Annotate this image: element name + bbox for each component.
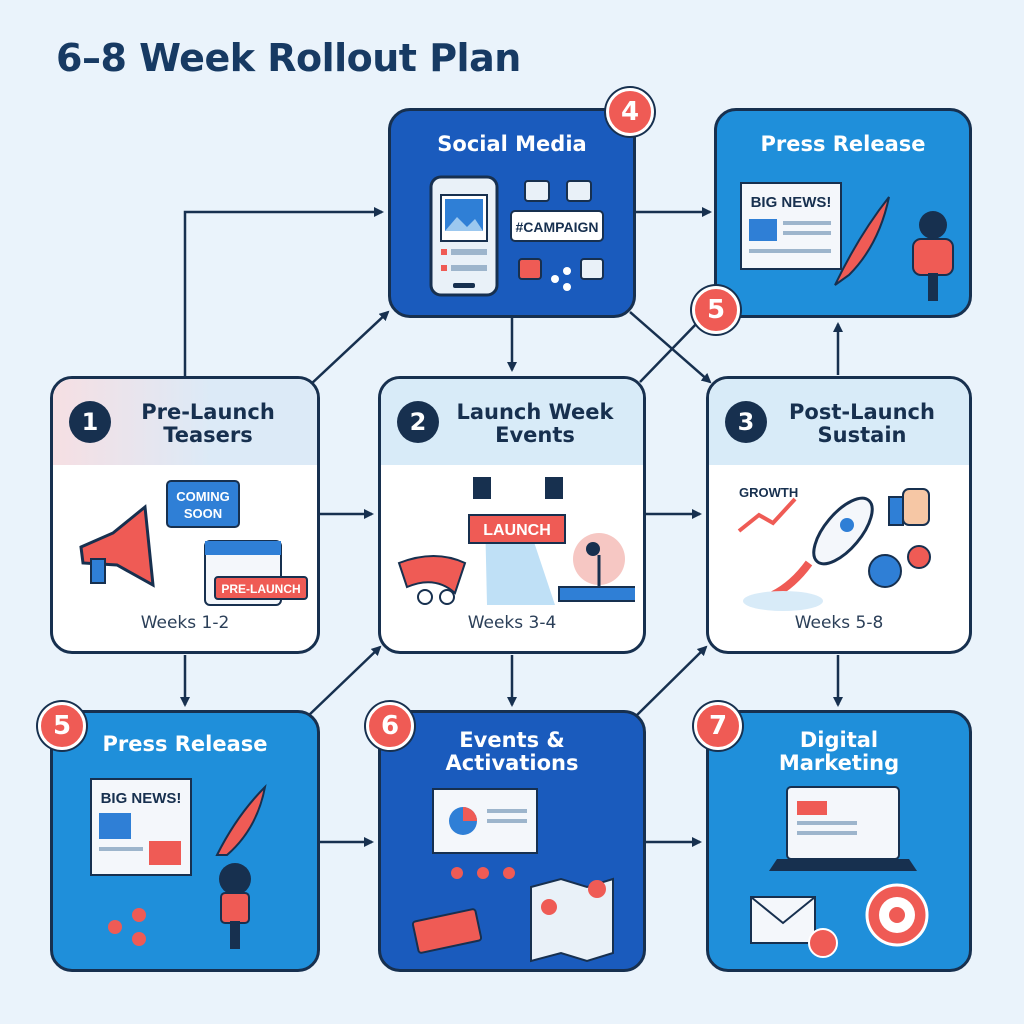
step-number: 3 xyxy=(725,401,767,443)
arrow-pressbottom-to-launch xyxy=(307,645,382,717)
node-title: Social Media xyxy=(437,132,587,156)
node-title: Digital Marketing xyxy=(778,728,900,775)
node-title: Pre-Launch Teasers xyxy=(141,400,275,447)
node-events-activations[interactable]: Events & Activations xyxy=(378,710,646,972)
node-pre-launch[interactable]: 1 Pre-Launch Teasers COMING SOON PRE-LAU… xyxy=(50,376,320,654)
svg-text:SOON: SOON xyxy=(184,506,222,521)
weeks-label: Weeks 1-2 xyxy=(140,613,230,633)
node-title: Launch Week Events xyxy=(456,400,614,447)
arrow-events-to-postlaunch xyxy=(635,645,708,717)
node-post-launch[interactable]: 3 Post-Launch Sustain GROWTH Weeks 5-8 xyxy=(706,376,972,654)
social-media-icons: #CAMPAIGN xyxy=(429,175,604,297)
digital-marketing-icons xyxy=(750,786,929,958)
node-title: Press Release xyxy=(102,732,268,756)
weeks-label: Weeks 5-8 xyxy=(794,613,884,633)
arrow-prelaunch-to-social-diag xyxy=(309,310,390,386)
arrow-social-to-postlaunch xyxy=(629,311,712,384)
big-news-label: BIG NEWS! xyxy=(751,194,832,211)
page-title: 6–8 Week Rollout Plan xyxy=(56,36,521,80)
launch-banner: LAUNCH xyxy=(483,522,551,539)
node-digital-marketing[interactable]: Digital Marketing xyxy=(706,710,972,972)
hashtag-label: #CAMPAIGN xyxy=(516,219,599,235)
node-launch-week[interactable]: 2 Launch Week Events LAUNCH Weeks 3-4 xyxy=(378,376,646,654)
pre-launch-label: PRE-LAUNCH xyxy=(221,582,300,596)
badge-social: 4 xyxy=(606,88,654,136)
events-icons xyxy=(411,788,614,963)
pre-launch-icons: COMING SOON PRE-LAUNCH xyxy=(79,480,308,606)
node-title: Press Release xyxy=(760,132,926,156)
big-news-label: BIG NEWS! xyxy=(101,790,182,807)
weeks-label: Weeks 3-4 xyxy=(467,613,557,633)
svg-text:COMING: COMING xyxy=(176,489,229,504)
post-launch-icons: GROWTH xyxy=(737,485,931,611)
node-social-media[interactable]: Social Media #CAMPAIGN xyxy=(388,108,636,318)
node-press-release-top[interactable]: Press Release BIG NEWS! xyxy=(714,108,972,318)
arrow-prelaunch-to-social xyxy=(183,207,384,376)
badge-press-bottom: 5 xyxy=(38,702,86,750)
step-number: 1 xyxy=(69,401,111,443)
node-press-release-bottom[interactable]: Press Release BIG NEWS! xyxy=(50,710,320,972)
badge-digital: 7 xyxy=(694,702,742,750)
node-title: Events & Activations xyxy=(445,728,579,775)
growth-label: GROWTH xyxy=(739,485,798,500)
step-number: 2 xyxy=(397,401,439,443)
press-release-icons: BIG NEWS! xyxy=(740,182,954,301)
launch-icons: LAUNCH xyxy=(397,477,635,605)
badge-press-top: 5 xyxy=(692,286,740,334)
badge-events: 6 xyxy=(366,702,414,750)
press-release-icons: BIG NEWS! xyxy=(90,778,267,949)
node-title: Post-Launch Sustain xyxy=(789,400,935,447)
